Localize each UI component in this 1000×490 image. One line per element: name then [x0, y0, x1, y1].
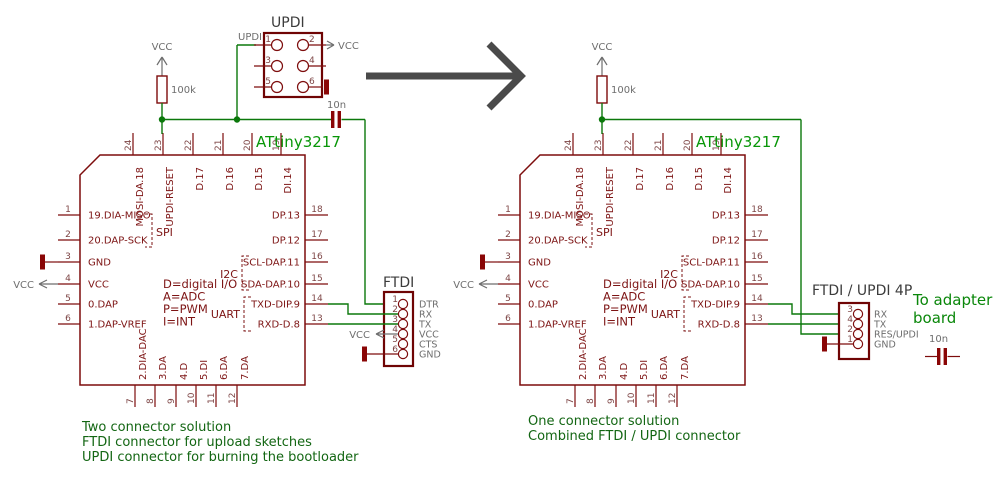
pin-circle	[397, 348, 409, 360]
updi-connector-title: UPDI	[271, 15, 305, 31]
pin-number: 4	[309, 56, 315, 66]
pin-label: RES/UPDI	[874, 330, 919, 341]
pin-label: DTR	[419, 300, 439, 311]
pin-circle	[397, 318, 409, 330]
pin-number: 1	[265, 35, 271, 45]
pin-circle	[852, 318, 864, 330]
vcc-net-label: VCC	[338, 41, 359, 52]
dtr-capacitor: 10n	[327, 100, 398, 305]
pin-number: 1	[392, 295, 398, 305]
gnd-bar-icon	[822, 336, 827, 352]
wire-txd-rx	[328, 303, 398, 315]
cap-plate	[331, 111, 335, 128]
attiny3217-chip-left	[57, 132, 342, 408]
pin-circle	[270, 38, 284, 52]
caption-line: Two connector solution	[81, 420, 231, 435]
combo-connector: FTDI / UPDI 4P 3 4 2 1 RX TX RES/UPDI GN…	[812, 283, 919, 361]
side-symbols-left	[12, 253, 59, 292]
transition-arrow-icon	[366, 41, 526, 111]
updi-net-label: UPDI	[238, 32, 262, 43]
pin-number: 2	[309, 35, 315, 45]
combo-connector-title: FTDI / UPDI 4P	[812, 283, 912, 299]
left-schematic: UPDI UPDI 1 2 3 4 5 6 VCC	[12, 15, 441, 465]
pin-circle	[296, 80, 310, 94]
pin-circle	[270, 59, 284, 73]
adapter-note-line: board	[913, 309, 956, 327]
attiny3217-chip-right	[497, 132, 782, 408]
pin-circle	[296, 59, 310, 73]
pin-number: 3	[847, 305, 853, 315]
pin-number: 5	[392, 335, 398, 345]
gnd-bar-icon	[362, 346, 367, 362]
pin-number: 1	[847, 335, 853, 345]
pin-circle	[852, 338, 864, 350]
pin-number: 4	[847, 315, 853, 325]
gnd-bar-icon	[324, 79, 329, 95]
pin-number: 3	[265, 56, 271, 66]
pin-circle	[397, 308, 409, 320]
pin-label: TX	[873, 320, 887, 331]
ftdi-connector: FTDI 1 2 3 4 5 6 DTR RX TX VCC CTS GND V…	[328, 275, 441, 368]
caption-line: FTDI connector for upload sketches	[82, 435, 312, 450]
pin-circle	[397, 328, 409, 340]
arrow-head	[486, 41, 526, 111]
pin-circle	[852, 328, 864, 340]
vcc-arrow-icon	[375, 329, 398, 339]
pin-label: RX	[874, 310, 888, 321]
adapter-note: To adapter board 10n	[912, 291, 993, 365]
cap-plate	[337, 111, 341, 128]
pin-label: VCC	[419, 330, 439, 341]
side-symbols-right	[452, 253, 499, 292]
vcc-net-label: VCC	[349, 330, 370, 341]
cap-plate	[937, 348, 941, 365]
pin-number: 2	[392, 305, 398, 315]
pin-label: GND	[419, 350, 441, 361]
pin-number: 2	[847, 325, 853, 335]
pin-number: 6	[309, 77, 315, 87]
cap-value: 10n	[327, 100, 346, 111]
cap-value: 10n	[929, 334, 948, 345]
vcc-arrow-icon	[326, 40, 335, 50]
caption-line: Combined FTDI / UPDI connector	[528, 429, 741, 444]
pin-number: 6	[392, 345, 398, 355]
pin-circle	[852, 308, 864, 320]
wire-res-updi	[800, 119, 853, 335]
wire-txd-rx	[768, 303, 853, 315]
pin-circle	[397, 338, 409, 350]
ftdi-connector-title: FTDI	[383, 275, 414, 291]
pin-number: 4	[392, 325, 398, 335]
pin-label: TX	[418, 320, 432, 331]
pin-label: GND	[874, 340, 896, 351]
pin-label: CTS	[419, 340, 437, 351]
pin-label: RX	[419, 310, 433, 321]
pin-number: 3	[392, 315, 398, 325]
pin-circle	[270, 80, 284, 94]
pin-circle	[296, 38, 310, 52]
right-schematic: FTDI / UPDI 4P 3 4 2 1 RX TX RES/UPDI GN…	[452, 41, 993, 444]
cap-plate	[943, 348, 947, 365]
pin-circle	[397, 298, 409, 310]
adapter-note-line: To adapter	[912, 291, 993, 309]
caption-line: One connector solution	[528, 414, 679, 429]
updi-connector: UPDI 1 2 3 4 5 6 VCC	[254, 15, 359, 99]
caption-line: UPDI connector for burning the bootloade…	[82, 450, 359, 465]
pin-number: 5	[265, 77, 271, 87]
